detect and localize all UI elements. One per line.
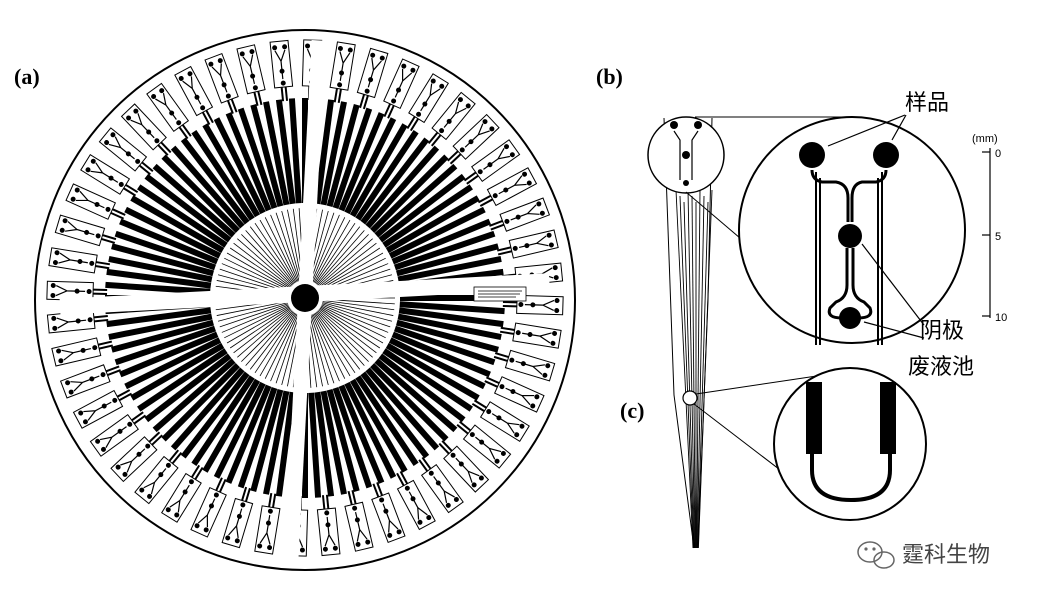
tip-zoom-line-top [695, 373, 831, 395]
tip-channel [810, 454, 892, 503]
wechat-icon [857, 541, 895, 569]
waste-label: 废液池 [908, 355, 974, 380]
tip-electrode-left [806, 382, 822, 454]
capillary-bundle [663, 117, 713, 549]
scale-tick-5: 5 [995, 231, 1001, 243]
panel-label-c: (c) [620, 398, 644, 423]
cathode-arrow [861, 243, 925, 326]
scale-unit: (mm) [972, 133, 998, 145]
scale-bar: (mm) 0 5 10 [972, 133, 1007, 324]
scale-tick-0: 0 [995, 148, 1001, 160]
waste-reservoir [839, 307, 861, 329]
chip-zoom-detail [799, 142, 899, 345]
sample-reservoir-right [873, 142, 899, 168]
watermark-text: 霆科生物 [902, 543, 990, 568]
cathode-reservoir [838, 224, 862, 248]
panel-label-a: (a) [14, 64, 40, 89]
wafer-diagram [34, 29, 576, 571]
tip-diagram [682, 367, 927, 521]
channel-units [46, 39, 564, 557]
radial-channels [105, 98, 505, 498]
chip-diagram: (mm) 0 5 10 [647, 114, 1007, 549]
chip-small-detail [670, 121, 702, 186]
watermark: 霆科生物 [857, 541, 990, 569]
sample-reservoir-left [799, 142, 825, 168]
sample-label: 样品 [905, 91, 949, 116]
cathode-label: 阴极 [920, 319, 964, 344]
sample-arrow-left [827, 114, 906, 147]
waste-arrow [863, 321, 925, 339]
tip-small-circle [682, 390, 698, 406]
scale-tick-10: 10 [995, 312, 1007, 324]
tip-zoom-circle [773, 367, 927, 521]
tip-electrode-right [880, 382, 896, 454]
panel-label-b: (b) [596, 64, 623, 89]
sample-arrow-right [891, 114, 907, 141]
wafer-center [291, 284, 319, 312]
